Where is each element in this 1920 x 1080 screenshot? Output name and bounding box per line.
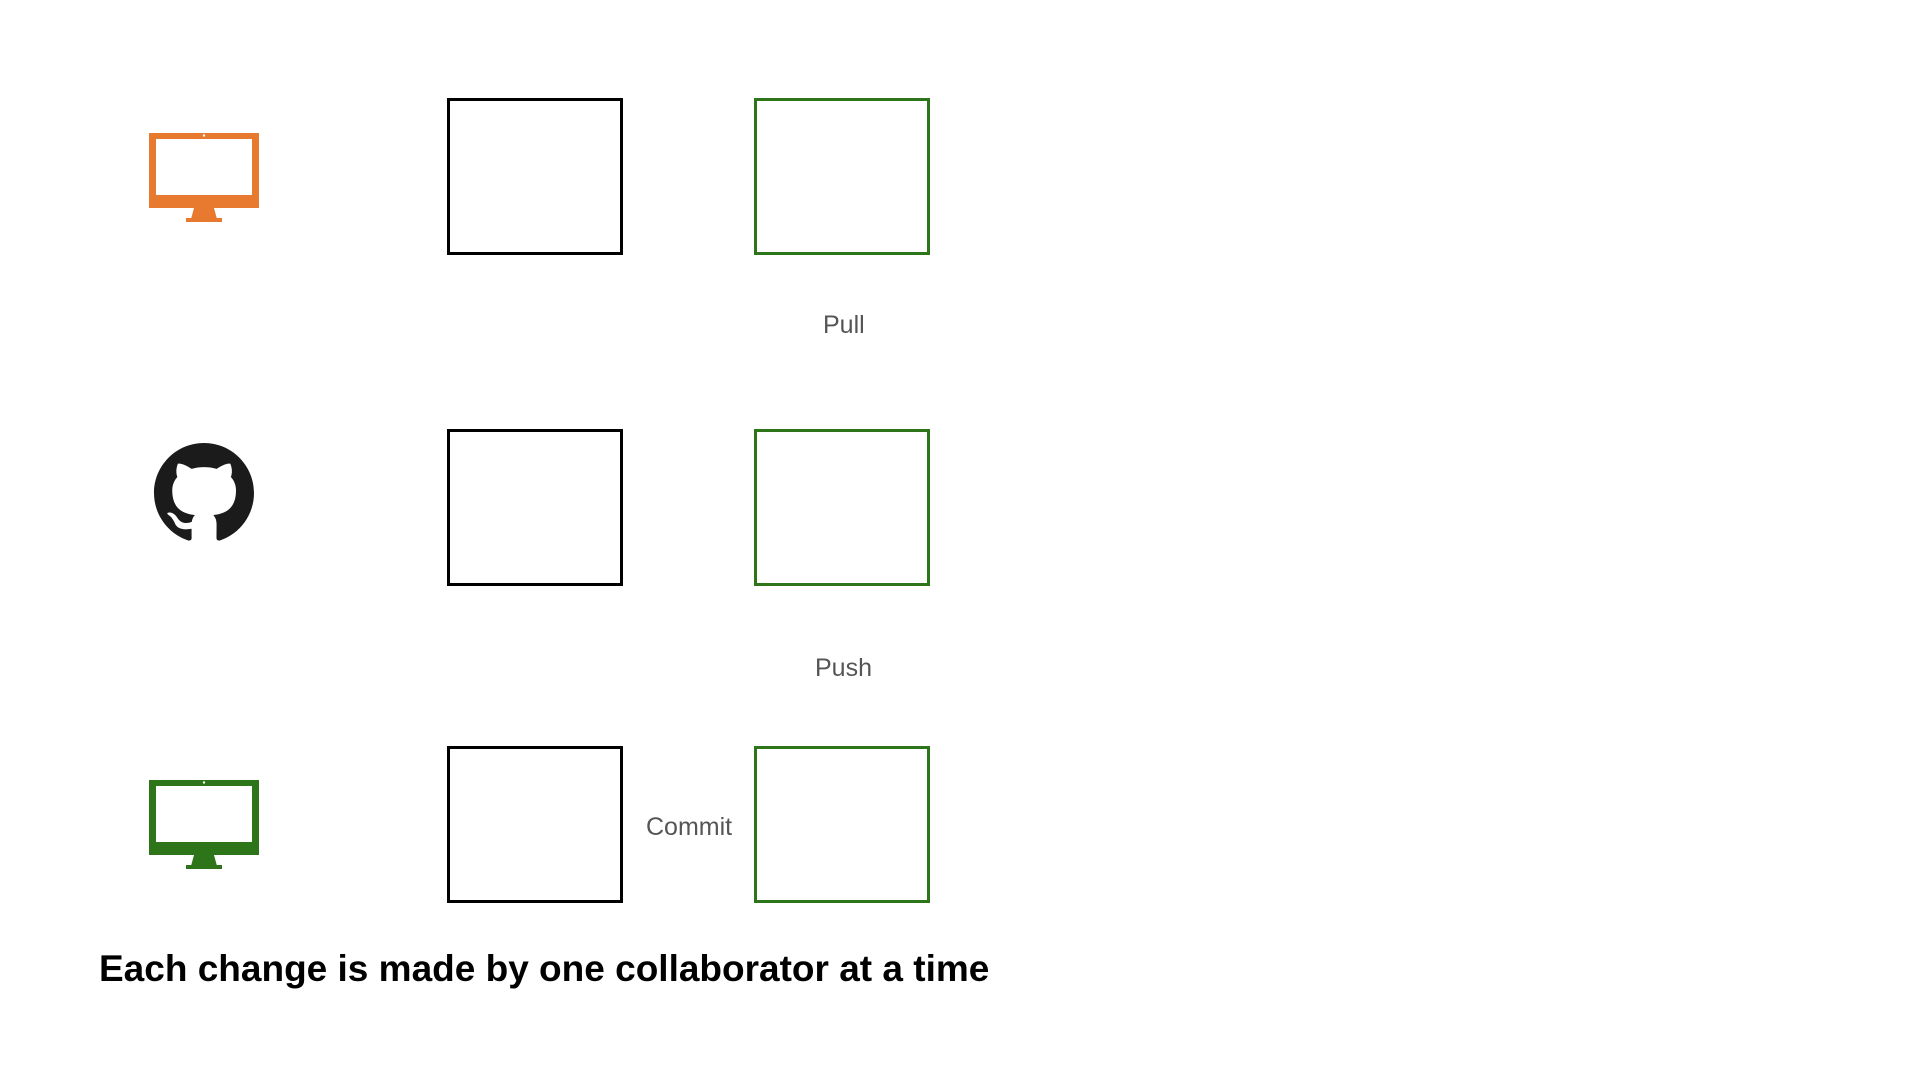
slide-caption: Each change is made by one collaborator … <box>99 948 990 989</box>
pull-label: Pull <box>823 311 865 339</box>
green-monitor-icon <box>147 778 261 870</box>
github-updated-box <box>754 429 930 586</box>
github-repo-box <box>447 429 623 586</box>
green-committed-box <box>754 746 930 903</box>
green-local-box <box>447 746 623 903</box>
orange-updated-box <box>754 98 930 255</box>
github-octocat-icon <box>153 443 255 543</box>
orange-local-box <box>447 98 623 255</box>
push-label: Push <box>815 654 872 682</box>
orange-monitor-icon <box>147 131 261 223</box>
commit-label: Commit <box>646 813 733 841</box>
